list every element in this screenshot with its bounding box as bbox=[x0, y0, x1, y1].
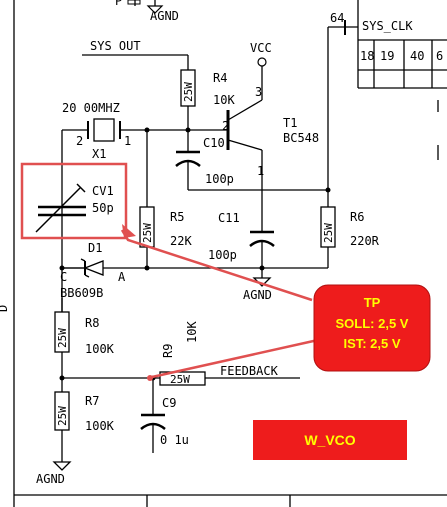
x1-value: 20 00MHZ bbox=[62, 101, 120, 115]
agnd-bottom-label: AGND bbox=[36, 472, 65, 486]
resistor-r5: 25W R5 22K bbox=[139, 206, 192, 248]
r5-ref: R5 bbox=[170, 210, 184, 224]
cv1-value: 50p bbox=[92, 201, 114, 215]
test-point-callout: TP SOLL: 2,5 V IST: 2,5 V bbox=[313, 284, 431, 372]
svg-text:25W: 25W bbox=[141, 223, 154, 243]
callout-title: TP bbox=[364, 295, 381, 310]
callout-ist: IST: 2,5 V bbox=[343, 336, 400, 351]
r6-ref: R6 bbox=[350, 210, 364, 224]
svg-text:1: 1 bbox=[124, 134, 131, 148]
d1-value: BB609B bbox=[60, 286, 103, 300]
top-fragment: P AGND bbox=[115, 0, 179, 23]
net-sys-out: SYS OUT bbox=[90, 39, 141, 53]
svg-text:A: A bbox=[118, 270, 126, 284]
r9-ref: R9 bbox=[161, 344, 175, 358]
capacitor-c10: C10 100p bbox=[175, 136, 234, 186]
r7-ref: R7 bbox=[85, 394, 99, 408]
bus-wire-number: 64 bbox=[330, 11, 344, 25]
c10-value: 100p bbox=[205, 172, 234, 186]
callout-soll: SOLL: 2,5 V bbox=[336, 316, 409, 331]
svg-text:2: 2 bbox=[76, 134, 83, 148]
svg-text:1: 1 bbox=[257, 164, 264, 178]
resistor-r7: 25W R7 100K bbox=[54, 391, 115, 433]
r7-value: 100K bbox=[85, 419, 115, 433]
svg-text:25W: 25W bbox=[322, 223, 335, 243]
capacitor-c11: C11 100p bbox=[208, 211, 275, 262]
svg-text:C: C bbox=[60, 270, 67, 284]
w-vco-text: W_VCO bbox=[304, 432, 355, 448]
t1-ref: T1 bbox=[283, 116, 297, 130]
w-vco-label: W_VCO bbox=[253, 420, 407, 460]
bus-block: 64 SYS_CLK 18 19 40 6 bbox=[330, 11, 443, 63]
bus-pin-6: 6 bbox=[436, 49, 443, 63]
wires bbox=[13, 0, 447, 507]
r5-value: 22K bbox=[170, 234, 192, 248]
top-ground-symbol bbox=[146, 5, 164, 14]
resistor-r6: 25W R6 220R bbox=[320, 206, 380, 248]
net-feedback: FEEDBACK bbox=[220, 364, 279, 378]
c10-ref: C10 bbox=[203, 136, 225, 150]
sheet-border-letter: D bbox=[0, 305, 10, 312]
crystal-x1: 20 00MHZ 2 1 X1 bbox=[62, 101, 131, 161]
svg-text:25W: 25W bbox=[182, 82, 195, 102]
x1-ref: X1 bbox=[92, 147, 106, 161]
top-ground-label: AGND bbox=[150, 9, 179, 23]
r8-ref: R8 bbox=[85, 316, 99, 330]
r9-value: 10K bbox=[185, 321, 199, 343]
resistor-r9: 25W R9 10K bbox=[159, 321, 206, 386]
bus-pin-18: 18 bbox=[360, 49, 374, 63]
d1-ref: D1 bbox=[88, 241, 102, 255]
r8-value: 100K bbox=[85, 342, 115, 356]
diode-d1: D1 C A BB609B bbox=[60, 241, 126, 300]
bus-pin-40: 40 bbox=[410, 49, 424, 63]
agnd-mid-label: AGND bbox=[243, 288, 272, 302]
r4-value: 10K bbox=[213, 93, 235, 107]
vcc-terminal: VCC bbox=[250, 41, 272, 67]
svg-text:25W: 25W bbox=[56, 406, 69, 426]
capacitor-c9: C9 0 1u bbox=[140, 396, 189, 447]
resistor-r4: 25W R4 10K bbox=[180, 69, 235, 107]
ground-bottom: AGND bbox=[36, 461, 72, 486]
callout-arrows bbox=[120, 224, 319, 381]
svg-text:25W: 25W bbox=[56, 328, 69, 348]
c9-value: 0 1u bbox=[160, 433, 189, 447]
r4-ref: R4 bbox=[213, 71, 227, 85]
svg-text:2: 2 bbox=[222, 119, 229, 133]
svg-text:3: 3 bbox=[255, 85, 262, 99]
cv1-ref: CV1 bbox=[92, 184, 114, 198]
r6-value: 220R bbox=[350, 234, 380, 248]
top-pin-label: P bbox=[115, 0, 122, 8]
c11-ref: C11 bbox=[218, 211, 240, 225]
bus-net-name: SYS_CLK bbox=[362, 19, 413, 33]
cv1-highlight-box bbox=[20, 162, 128, 240]
trimmer-cv1: CV1 50p bbox=[35, 183, 114, 233]
svg-text:25W: 25W bbox=[170, 373, 190, 386]
transistor-t1: 2 3 1 T1 BC548 bbox=[222, 85, 319, 178]
resistor-r8: 25W R8 100K bbox=[54, 311, 115, 356]
bus-pin-19: 19 bbox=[380, 49, 394, 63]
t1-value: BC548 bbox=[283, 131, 319, 145]
c11-value: 100p bbox=[208, 248, 237, 262]
net-vcc: VCC bbox=[250, 41, 272, 55]
c9-ref: C9 bbox=[162, 396, 176, 410]
